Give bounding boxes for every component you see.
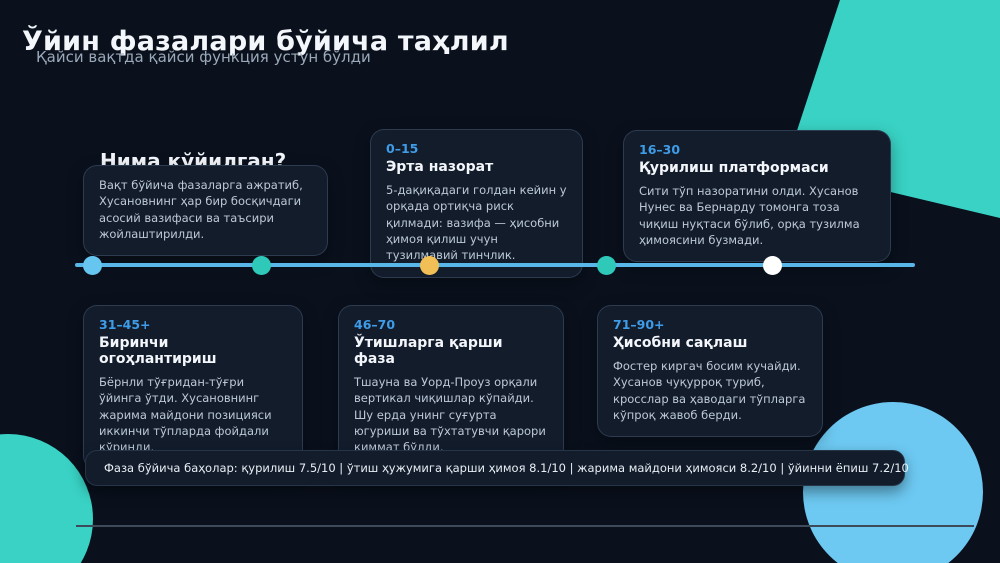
phase-time-range: 0–15 xyxy=(386,141,419,156)
page-title: Ўйин фазалари бўйича таҳлил xyxy=(22,26,509,58)
phase-time-range: 46–70 xyxy=(354,317,396,332)
phase-card-16-30: 16–30 Қурилиш платформаси Сити тўп назор… xyxy=(623,130,891,263)
bottom-separator-line xyxy=(76,525,974,527)
page-subtitle: Қайси вақтда қайси функция устун бўлди xyxy=(36,48,371,66)
phase-description: Сити тўп назоратини олди. Хусанов Нунес … xyxy=(639,184,860,247)
phase-card-46-70: 46–70 Ўтишларга қарши фаза Тшауна ва Уор… xyxy=(338,305,564,470)
phase-description: 5-дақиқадаги голдан кейин у орқада ортиқ… xyxy=(386,183,567,263)
phase-description: Бёрнли тўғридан-тўғри ўйинга ўтди. Хусан… xyxy=(99,375,272,455)
phase-card-0-15: 0–15 Эрта назорат 5-дақиқадаги голдан ке… xyxy=(370,129,583,278)
phase-title: Эрта назорат xyxy=(386,159,494,175)
timeline-dot-phase-3 xyxy=(597,256,616,275)
intro-card-text: Вақт бўйича фазаларга ажратиб, Хусановни… xyxy=(99,178,303,241)
phase-time-range: 16–30 xyxy=(639,142,681,157)
phase-ratings-text: Фаза бўйича баҳолар: қурилиш 7.5/10 | ўт… xyxy=(104,461,909,475)
phase-title: Қурилиш платформаси xyxy=(639,160,829,176)
intro-card: Вақт бўйича фазаларга ажратиб, Хусановни… xyxy=(83,165,328,257)
phase-description: Тшауна ва Уорд-Проуз орқали вертикал чиқ… xyxy=(354,375,546,455)
phase-title: Ўтишларга қарши фаза xyxy=(354,335,503,367)
phase-card-71-90: 71–90+ Ҳисобни сақлаш Фостер киргач боси… xyxy=(597,305,823,438)
timeline-axis xyxy=(75,263,915,267)
phase-ratings-bar: Фаза бўйича баҳолар: қурилиш 7.5/10 | ўт… xyxy=(85,450,909,486)
timeline-dot-phase-2 xyxy=(420,256,439,275)
phase-time-range: 71–90+ xyxy=(613,317,665,332)
phase-time-range: 31–45+ xyxy=(99,317,151,332)
phase-title: Ҳисобни сақлаш xyxy=(613,335,748,351)
timeline-dot-phase-1 xyxy=(252,256,271,275)
timeline-dot-phase-4 xyxy=(763,256,782,275)
phase-title: Биринчи огоҳлантириш xyxy=(99,335,217,367)
phase-description: Фостер киргач босим кучайди. Хусанов чуқ… xyxy=(613,359,806,422)
phase-card-31-45: 31–45+ Биринчи огоҳлантириш Бёрнли тўғри… xyxy=(83,305,303,470)
timeline-dot-intro xyxy=(83,256,102,275)
decor-bottom-left-circle xyxy=(0,434,93,563)
